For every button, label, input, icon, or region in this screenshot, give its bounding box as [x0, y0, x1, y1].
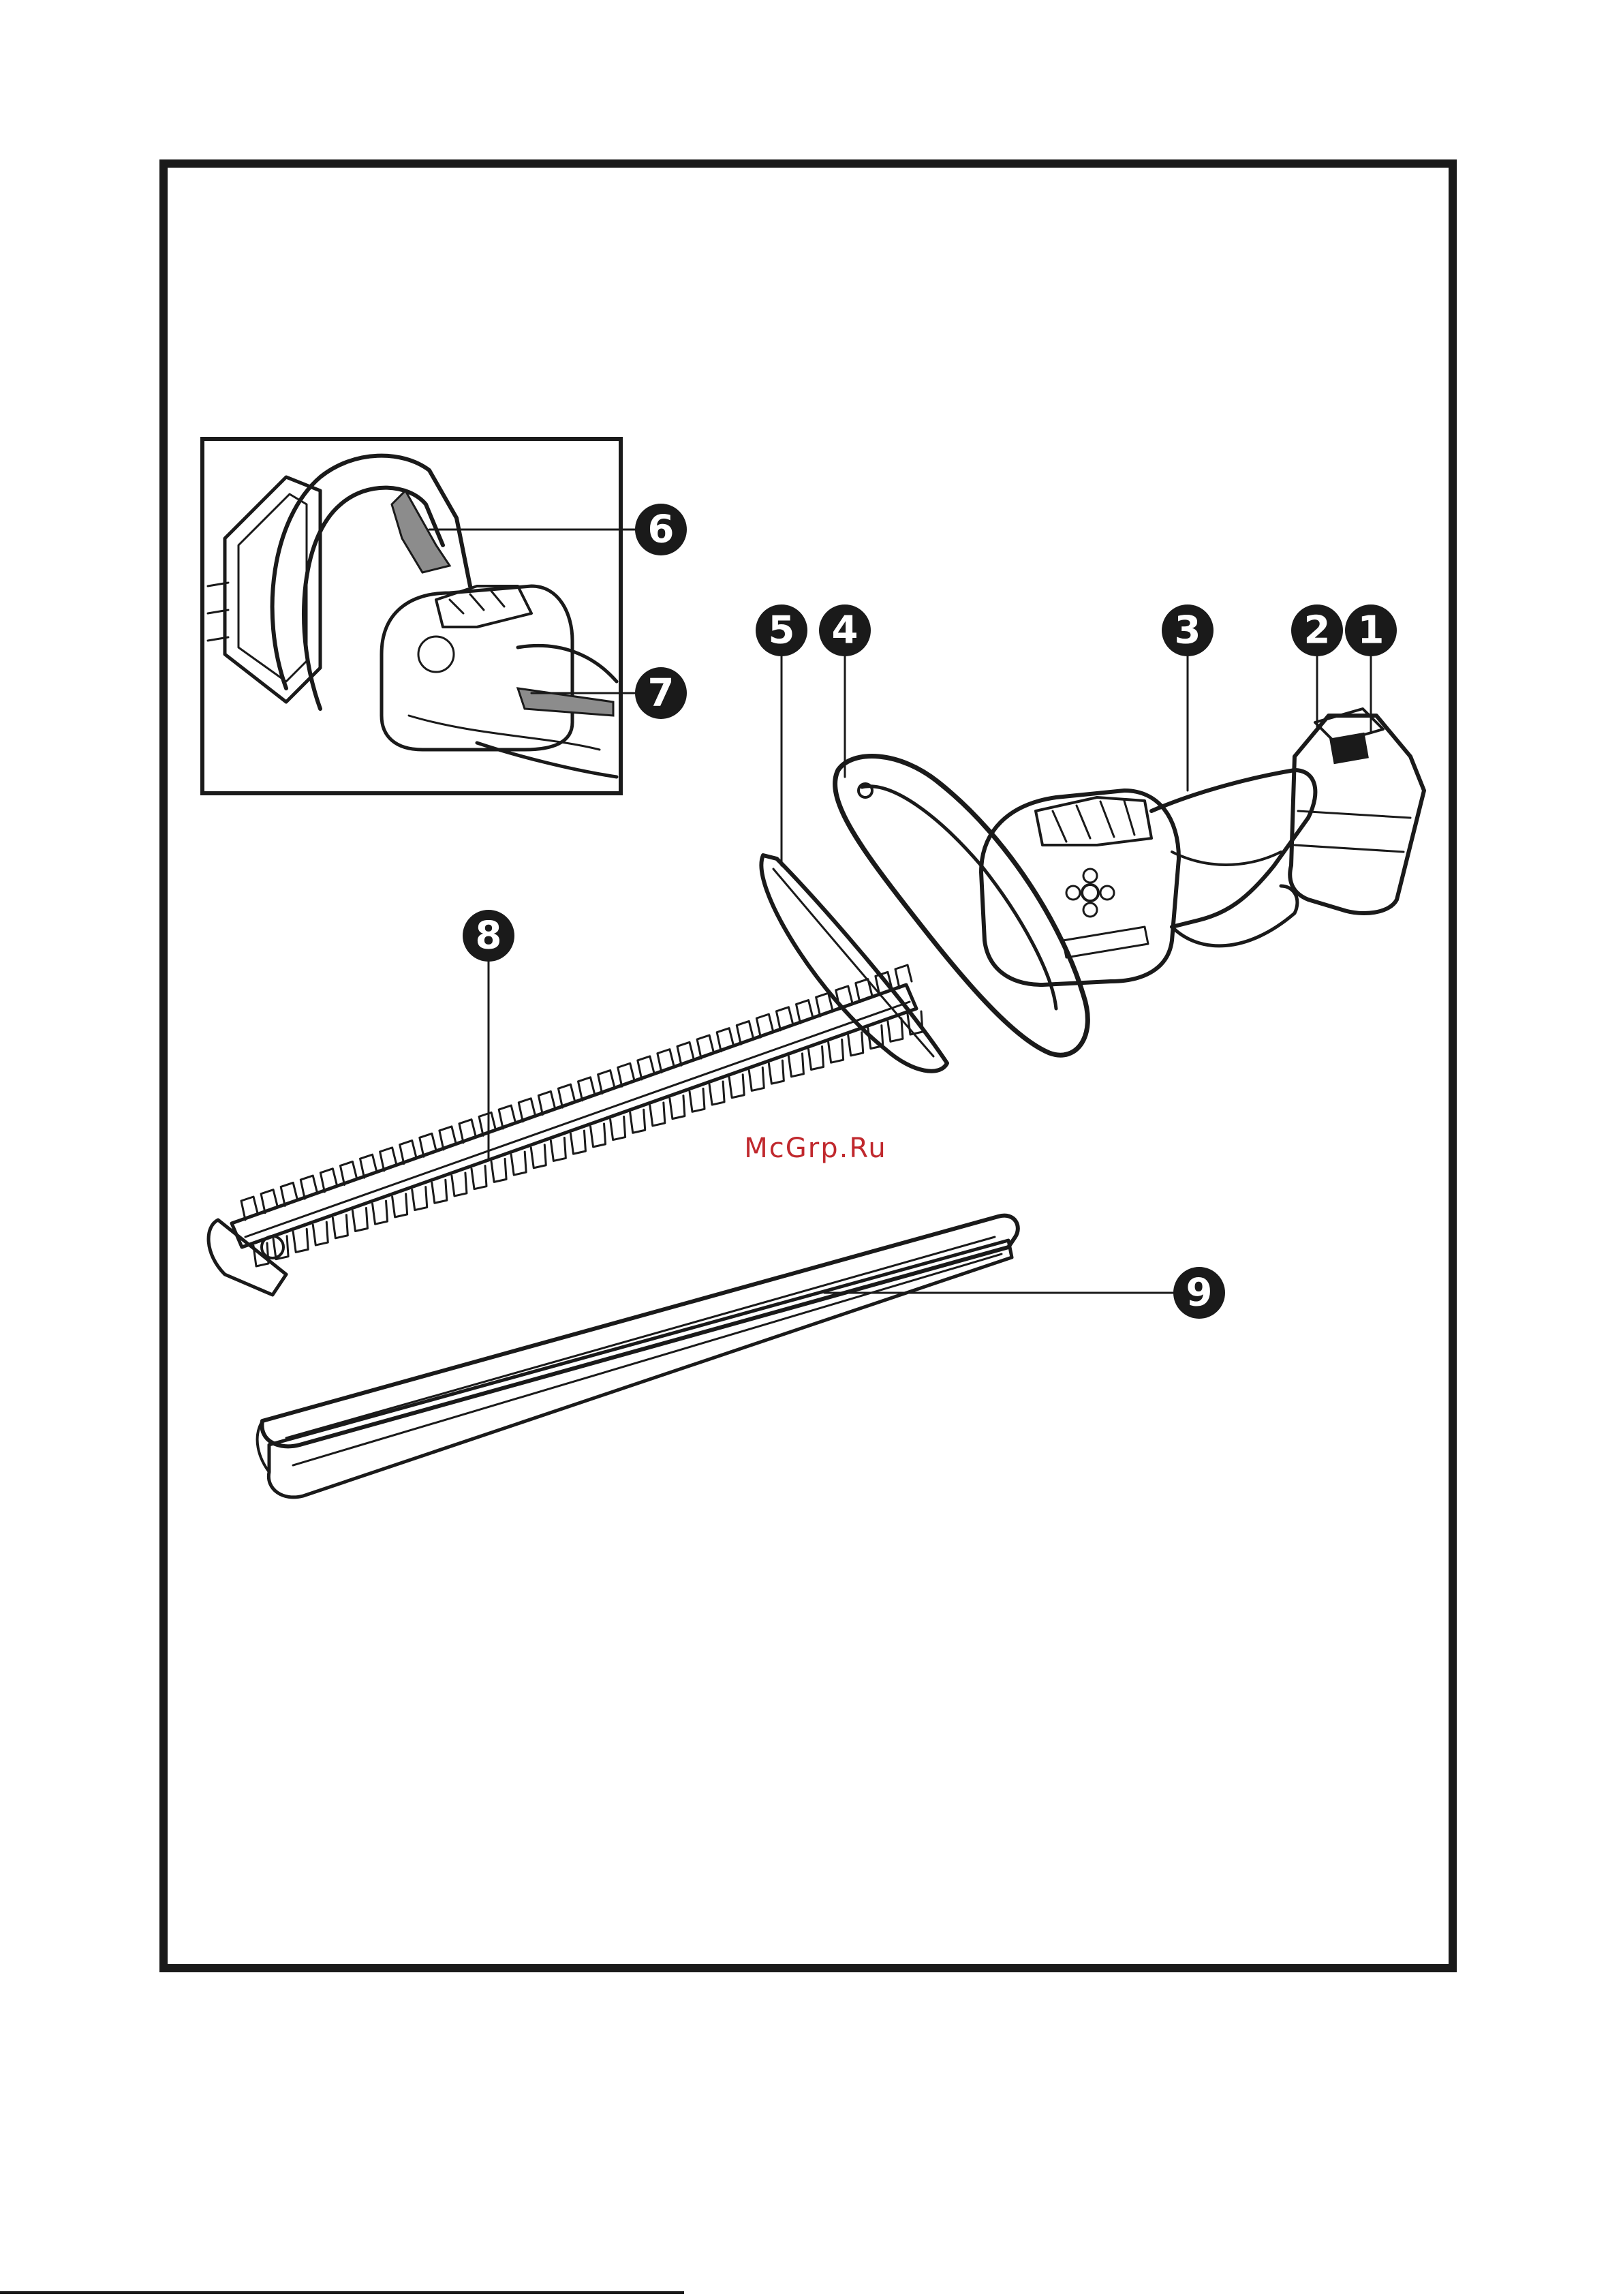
blade-tooth: [591, 1124, 606, 1147]
blade-tooth: [511, 1152, 526, 1175]
blade-tooth: [373, 1201, 388, 1224]
svg-text:6: 6: [648, 508, 675, 552]
callout-1: 1: [1345, 604, 1397, 656]
blade-tooth: [551, 1137, 566, 1161]
blade-tooth: [829, 1039, 844, 1062]
blade-tooth: [749, 1067, 764, 1090]
blade-tooth: [670, 1096, 685, 1119]
blade-tooth: [709, 1082, 724, 1105]
blade-tooth: [769, 1060, 784, 1084]
blade-teeth: [241, 965, 923, 1266]
blade-tooth: [531, 1145, 546, 1168]
callout-6: 6: [635, 504, 687, 555]
inset-detail: [202, 439, 621, 793]
battery-pack: [1290, 709, 1424, 913]
blade-tooth: [610, 1117, 625, 1140]
front-handle: [835, 756, 1088, 1056]
blade-tooth: [848, 1032, 863, 1056]
blade-tooth: [650, 1103, 665, 1126]
blade-tooth: [352, 1208, 367, 1231]
svg-text:2: 2: [1304, 609, 1331, 653]
blade-tooth: [630, 1109, 645, 1133]
svg-text:7: 7: [648, 671, 675, 716]
svg-text:3: 3: [1175, 609, 1201, 653]
blade-tooth: [690, 1088, 705, 1112]
callout-5: 5: [756, 604, 807, 656]
callout-3: 3: [1162, 604, 1214, 656]
svg-text:5: 5: [769, 609, 795, 653]
callout-4: 4: [819, 604, 871, 656]
logo-rosette: [1066, 869, 1114, 917]
svg-text:9: 9: [1186, 1271, 1213, 1315]
blade-tooth: [729, 1075, 744, 1098]
blade-tooth: [293, 1229, 308, 1252]
callout-8: 8: [463, 910, 514, 962]
blade-tooth: [888, 1018, 903, 1041]
blade-tooth: [472, 1166, 486, 1189]
blade-tooth: [412, 1187, 427, 1210]
blade-cover: [258, 1216, 1018, 1497]
blade-tooth: [432, 1180, 447, 1203]
blade-tooth: [392, 1194, 407, 1217]
battery-latch-button: [1330, 733, 1367, 763]
blade-tooth: [570, 1131, 585, 1154]
svg-text:8: 8: [476, 914, 502, 958]
hedge-trimmer: [208, 709, 1424, 1295]
blade-tooth: [491, 1159, 506, 1182]
blade-tooth: [313, 1222, 328, 1245]
callout-9: 9: [1173, 1267, 1225, 1319]
page-frame: [164, 164, 1453, 1968]
svg-text:1: 1: [1358, 609, 1385, 653]
blade-tooth: [452, 1173, 467, 1196]
blade-tooth: [333, 1215, 347, 1238]
svg-text:4: 4: [832, 609, 859, 653]
callout-7: 7: [635, 667, 687, 719]
blade-tooth: [809, 1047, 824, 1070]
blade-tooth: [788, 1054, 803, 1077]
callout-2: 2: [1291, 604, 1343, 656]
watermark-text: McGrp.Ru: [744, 1133, 886, 1164]
